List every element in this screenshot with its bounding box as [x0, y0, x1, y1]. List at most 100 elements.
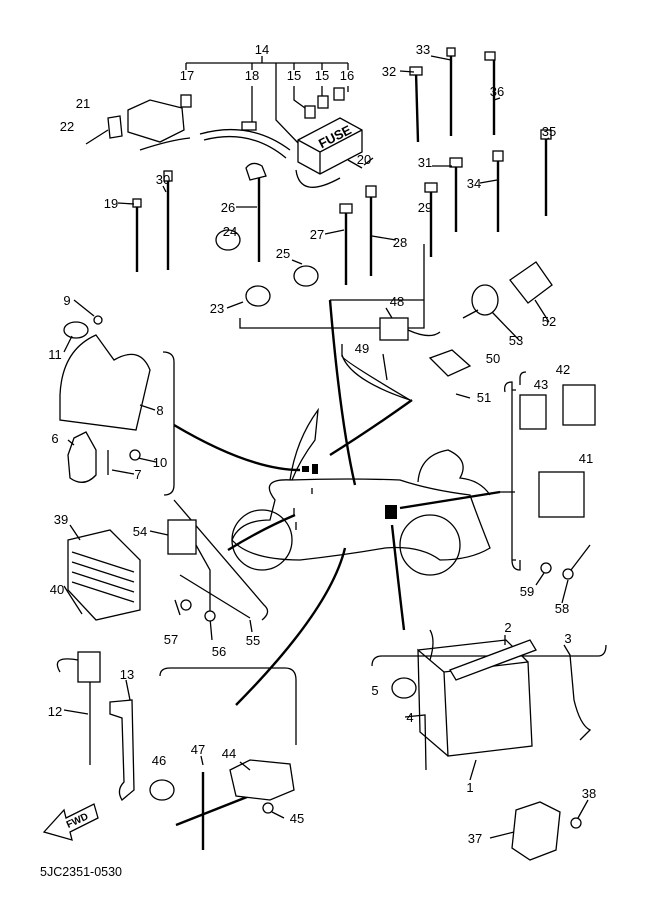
- callout-label-37: 37: [468, 831, 482, 846]
- bolt-38: [570, 817, 582, 829]
- callout-label-58: 58: [555, 601, 569, 616]
- socket-ring-53: [471, 284, 499, 316]
- callout-label-31: 31: [418, 155, 432, 170]
- fuse-box-bracket: [185, 56, 349, 146]
- callout-label-54: 54: [133, 524, 147, 539]
- callout-label-11: 11: [48, 347, 62, 362]
- cable-ties: [132, 47, 552, 285]
- callout-label-42: 42: [556, 362, 570, 377]
- callout-label-19: 19: [104, 196, 118, 211]
- callout-label-39: 39: [54, 512, 68, 527]
- relay-43: [519, 394, 547, 430]
- callout-label-43: 43: [534, 377, 548, 392]
- callout-label-52: 52: [542, 314, 556, 329]
- relay-42: [562, 384, 596, 426]
- switch-6: [67, 431, 97, 483]
- callout-label-48: 48: [390, 294, 404, 309]
- fuse-box: FUSE: [297, 117, 363, 175]
- callout-label-44: 44: [222, 746, 236, 761]
- clamp-5: [391, 677, 417, 699]
- callout-label-16: 16: [340, 68, 354, 83]
- callout-label-45: 45: [290, 811, 304, 826]
- callout-label-20: 20: [357, 152, 371, 167]
- callout-label-53: 53: [509, 333, 523, 348]
- forward-direction-arrow: FWD: [42, 803, 99, 841]
- relay-37: [511, 801, 561, 861]
- bolt-45: [262, 802, 274, 814]
- fuse-15a: [304, 105, 316, 119]
- callout-label-59: 59: [520, 584, 534, 599]
- bolt-59: [540, 562, 552, 574]
- callout-label-28: 28: [393, 235, 407, 250]
- callout-label-33: 33: [416, 42, 430, 57]
- callout-label-5: 5: [371, 683, 378, 698]
- fuse-17: [180, 94, 192, 108]
- callout-label-29: 29: [418, 200, 432, 215]
- callout-label-1: 1: [466, 780, 473, 795]
- callout-label-34: 34: [467, 176, 481, 191]
- callout-label-14: 14: [255, 42, 269, 57]
- screw-9: [93, 315, 103, 325]
- connector-18: [241, 121, 257, 131]
- callout-label-41: 41: [579, 451, 593, 466]
- callout-label-13: 13: [120, 667, 134, 682]
- callout-label-56: 56: [212, 644, 226, 659]
- callout-label-2: 2: [504, 620, 511, 635]
- grommet-11: [63, 321, 89, 339]
- callout-label-46: 46: [152, 753, 166, 768]
- battery-band-2: [449, 639, 537, 681]
- callout-label-36: 36: [490, 84, 504, 99]
- callout-label-9: 9: [63, 293, 70, 308]
- callout-label-21: 21: [76, 96, 90, 111]
- callout-label-4: 4: [406, 710, 413, 725]
- callout-label-24: 24: [223, 224, 237, 239]
- fuse-16: [333, 87, 345, 101]
- callout-label-50: 50: [486, 351, 500, 366]
- switch-50: [428, 349, 472, 377]
- nut-10: [129, 449, 141, 461]
- callout-label-25: 25: [276, 246, 290, 261]
- terminal-56: [204, 610, 216, 622]
- callout-label-7: 7: [134, 467, 141, 482]
- terminal-58: [562, 568, 574, 580]
- callout-label-26: 26: [221, 200, 235, 215]
- callout-label-38: 38: [582, 786, 596, 801]
- clamp-25: [293, 265, 319, 287]
- callout-label-18: 18: [245, 68, 259, 83]
- callout-label-23: 23: [210, 301, 224, 316]
- callout-label-40: 40: [50, 582, 64, 597]
- callout-label-3: 3: [564, 631, 571, 646]
- unit-41: [538, 471, 585, 518]
- accessory-socket-52: [509, 261, 553, 304]
- callout-label-10: 10: [153, 455, 167, 470]
- callout-label-6: 6: [51, 431, 58, 446]
- bracket-13: [109, 699, 135, 801]
- rectifier-39: [67, 529, 141, 621]
- callout-label-47: 47: [191, 742, 205, 757]
- callout-label-22: 22: [60, 119, 74, 134]
- callout-label-15: 15: [287, 68, 301, 83]
- panel-8: [59, 334, 151, 431]
- callout-label-15: 15: [315, 68, 329, 83]
- callout-label-27: 27: [310, 227, 324, 242]
- callout-label-12: 12: [48, 704, 62, 719]
- callout-label-32: 32: [382, 64, 396, 79]
- relay-21: [127, 99, 185, 143]
- leader-curves: [173, 299, 527, 706]
- callout-label-51: 51: [477, 390, 491, 405]
- clamp-46: [149, 779, 175, 801]
- callout-label-49: 49: [355, 341, 369, 356]
- callout-label-8: 8: [156, 403, 163, 418]
- battery-1: [443, 661, 533, 757]
- unit-44: [229, 759, 295, 801]
- drawing-code: 5JC2351-0530: [40, 865, 122, 879]
- callout-label-55: 55: [246, 633, 260, 648]
- callout-label-57: 57: [164, 632, 178, 647]
- unit-54: [167, 519, 197, 555]
- callout-label-30: 30: [156, 172, 170, 187]
- fuse-15b: [317, 95, 329, 109]
- callout-label-35: 35: [542, 124, 556, 139]
- bracket-21: [107, 115, 123, 139]
- clamp-23: [245, 285, 271, 307]
